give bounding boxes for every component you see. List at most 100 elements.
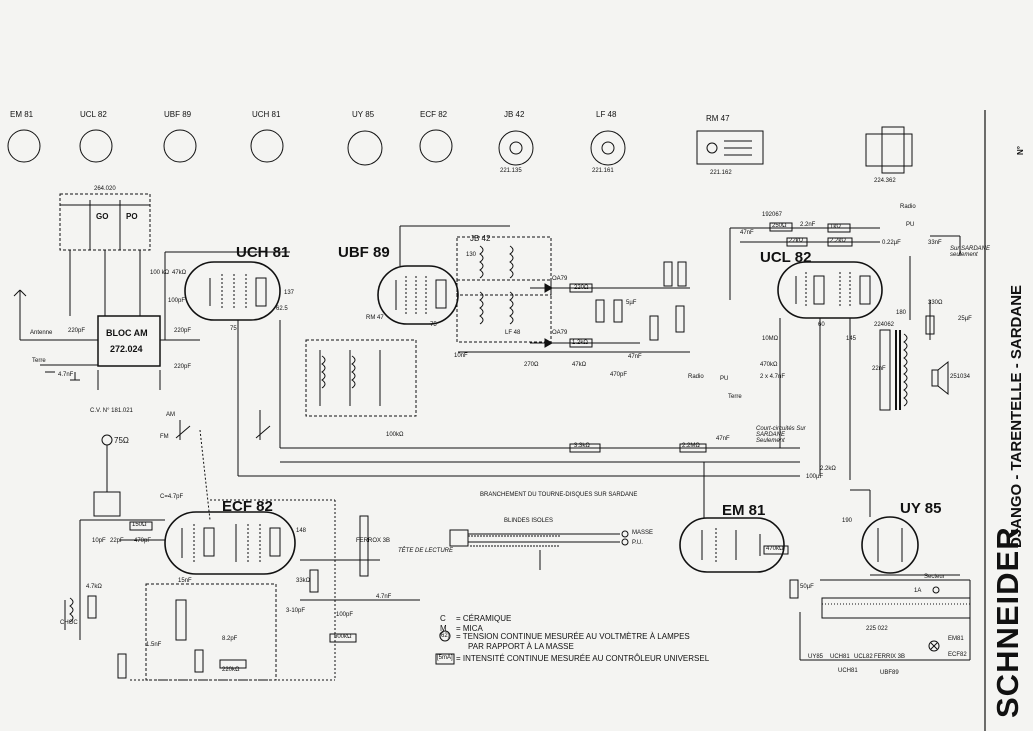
val-c10n: 10nF (454, 353, 468, 359)
pu-out-label: P.U. (632, 540, 643, 546)
legend-volt-text: = TENSION CONTINUE MESURÉE AU VOLTMÈTRE … (456, 632, 690, 641)
tube-ucl82-title: UCL 82 (760, 249, 812, 266)
val-r330: 330Ω (928, 300, 943, 306)
val-r220k: 220kΩ (222, 667, 240, 673)
pu-label-top: PU (906, 222, 915, 228)
blindes-label: BLINDES ISOLES (504, 518, 554, 524)
val-c470p: 470pF (610, 372, 628, 378)
val-1a: 1A (914, 588, 922, 594)
base-label-ubf89: UBF 89 (164, 110, 192, 119)
go-label: GO (96, 212, 109, 221)
val-c220-1: 220pF (68, 328, 86, 334)
val-c22pf: 22pF (110, 538, 124, 544)
cv-label: C.V. N° 181.021 (90, 408, 133, 414)
val-c470pf: 470pF (134, 538, 152, 544)
tube-uy85-title: UY 85 (900, 500, 942, 517)
legend-ma-text: = INTENSITÉ CONTINUE MESURÉE AU CONTRÔLE… (456, 654, 710, 663)
legend-m-sym: M (440, 624, 447, 633)
test-point: 60 (818, 322, 825, 328)
heater-ferrix: FERRIX 3B (874, 654, 906, 660)
secteur-label: Secteur (924, 574, 945, 580)
heater-em81: EM81 (948, 636, 964, 642)
speaker-ref: 251034 (950, 374, 971, 380)
val-c33n: 33nF (928, 240, 942, 246)
antenne-label: Antenne (30, 330, 53, 336)
fm-switches (130, 410, 336, 681)
test-point: 130 (466, 252, 477, 258)
bloc-ref-top: 264.020 (94, 186, 116, 192)
model-names: DJANGO - TARENTELLE - SARDANE (1008, 284, 1025, 548)
jb42-label: JB 42 (470, 234, 491, 243)
fm-switch-label: FM (160, 434, 169, 440)
base-label-em81: EM 81 (10, 110, 34, 119)
legend-c-text: = CÉRAMIQUE (456, 614, 512, 623)
val-r47k: 47kΩ (172, 270, 187, 276)
val-c22n: 2.2nF (800, 222, 816, 228)
val-c10pf: 10pF (92, 538, 106, 544)
tube-ecf82-title: ECF 82 (222, 498, 273, 515)
val-c3pf: 3-10pF (286, 608, 306, 614)
heater-ucl82: UCL82 (854, 654, 873, 660)
val-c47pf: C=4.7pF (160, 494, 184, 500)
terre-label-2: Terre (728, 394, 742, 400)
heater-uy85: UY85 (808, 654, 824, 660)
val-r100k: 100 kΩ (150, 270, 170, 276)
val-r470k2: 470kΩ (766, 546, 784, 552)
court-circuit-label: Court-circuités Sur SARDANE Seulement (756, 426, 806, 444)
rm47-label: RM 47 (366, 315, 384, 321)
base-label-jb42: JB 42 (504, 110, 525, 119)
val-r33k: 33kΩ (296, 578, 311, 584)
ucl82-tube (777, 261, 883, 319)
ubf89-tube (377, 265, 459, 325)
detector-section (458, 261, 690, 353)
base-label-uch81: UCH 81 (252, 110, 281, 119)
radio-label: Radio (688, 374, 704, 380)
val-c47nf: 4.7nF (376, 594, 392, 600)
legend-ma-sym: [5mA] (437, 655, 453, 661)
val-c47n4: 47nF (740, 230, 754, 236)
val-r22k: 22kΩ (789, 238, 804, 244)
heater-ecf82: ECF82 (948, 652, 967, 658)
val-r47k2: 47kΩ (572, 362, 587, 368)
fm-frontend (64, 434, 420, 681)
tube-ubf89-title: UBF 89 (338, 244, 390, 261)
test-point: 145 (846, 336, 857, 342)
val-c100: 100pF (168, 298, 186, 304)
val-c47n2: 47nF (716, 436, 730, 442)
sardane-only-label: Sur SARDANE seulement (950, 246, 991, 258)
ecf82-tube (164, 511, 296, 575)
val-r470k: 470kΩ (760, 362, 778, 368)
tone-network (729, 222, 961, 300)
masse-label: MASSE (632, 530, 654, 536)
jb42-lf48-block (399, 225, 552, 343)
base-label-ecf82: ECF 82 (420, 110, 448, 119)
val-r270: 270Ω (524, 362, 539, 368)
val-c100pf: 100pF (336, 612, 354, 618)
val-r22k2: 2.2kΩ (830, 238, 846, 244)
val-c22nf: 22nF (872, 366, 886, 372)
val-r500k: 500kΩ (334, 634, 352, 640)
test-point: 190 (842, 518, 853, 524)
base-ref-jb42: 221.135 (500, 168, 522, 174)
val-r22k3: 2.2kΩ (820, 466, 836, 472)
val-r22m: 2.2MΩ (682, 443, 700, 449)
val-oa79b: OA79 (552, 330, 568, 336)
base-label-ucl82: UCL 82 (80, 110, 107, 119)
val-r3k3: 3.3kΩ (574, 443, 590, 449)
val-c220-3: 220pF (174, 364, 192, 370)
base-ref-rm47: 221.162 (710, 170, 732, 176)
val-r1k: 1kΩ (830, 224, 841, 230)
tube-em81-title: EM 81 (722, 502, 766, 519)
po-label: PO (126, 212, 138, 221)
transfo-ref: 225 022 (866, 626, 888, 632)
heater-uch81: UCH81 (830, 654, 850, 660)
power-supply (789, 574, 971, 661)
val-c82pf: 8.2pF (222, 636, 238, 642)
em81-tube (679, 462, 789, 573)
val-r150: 150Ω (132, 522, 147, 528)
rm47-block (305, 339, 417, 417)
test-point: 75 (430, 322, 437, 328)
test-point: 62.5 (276, 306, 288, 312)
